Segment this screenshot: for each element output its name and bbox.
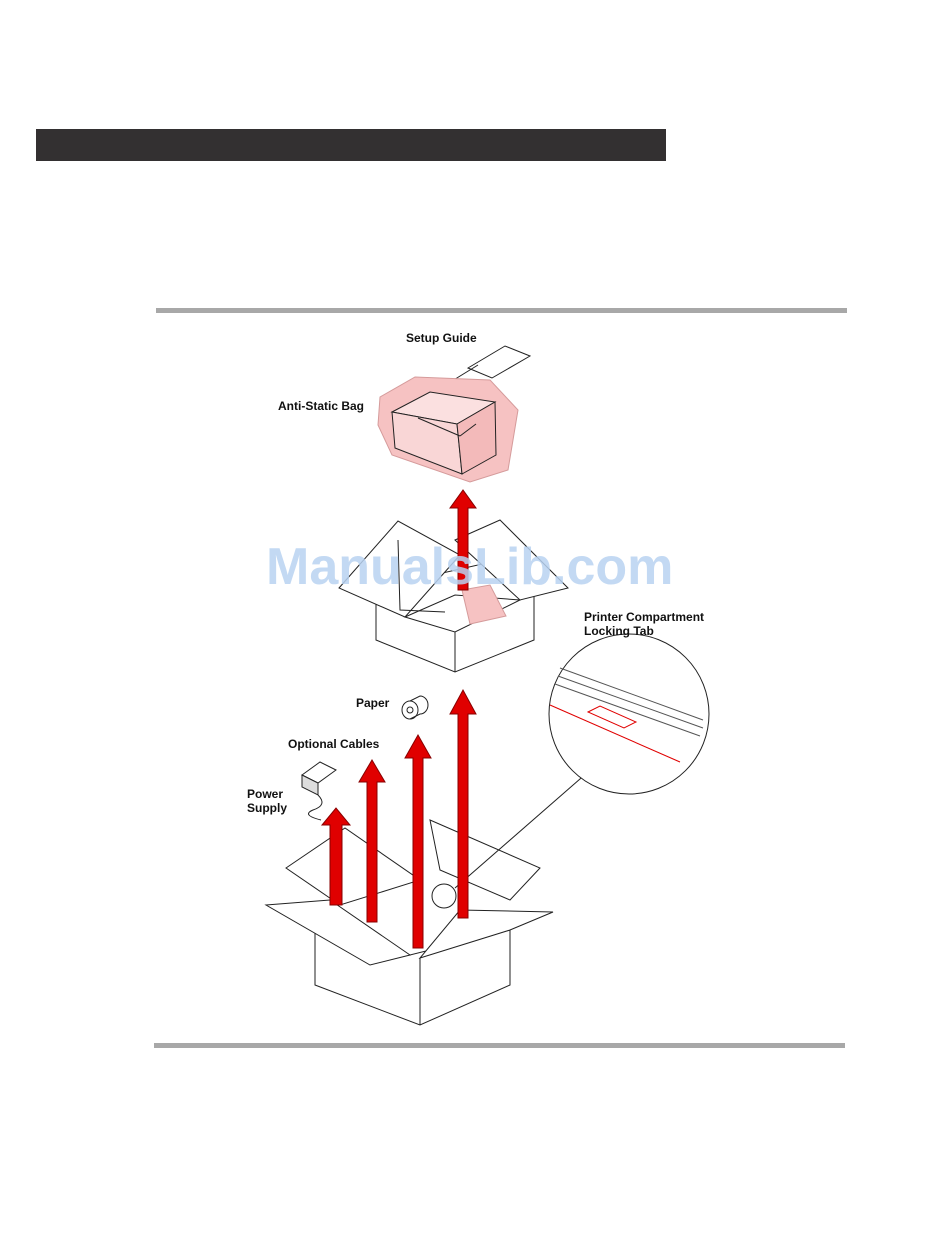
power-supply-line2: Supply: [247, 801, 287, 815]
anti-static-bag-label: Anti-Static Bag: [278, 399, 364, 413]
optional-cables-label: Optional Cables: [288, 737, 379, 751]
printer-compartment-label: Printer Compartment Locking Tab: [584, 610, 704, 638]
arrow-paper: [405, 735, 431, 948]
power-supply-label: Power Supply: [247, 787, 287, 815]
locking-tab-detail-icon: [549, 634, 709, 794]
watermark: ManualsLib.com: [266, 537, 673, 597]
power-supply-line1: Power: [247, 787, 287, 801]
printer-compartment-line2: Locking Tab: [584, 624, 704, 638]
paper-roll-icon: [402, 696, 428, 719]
printer-compartment-line1: Printer Compartment: [584, 610, 704, 624]
anti-static-bag-icon: [378, 377, 518, 482]
power-supply-icon: [302, 762, 336, 820]
setup-guide-label: Setup Guide: [406, 331, 477, 345]
paper-label: Paper: [356, 696, 389, 710]
figure-bottom-rule: [154, 1043, 845, 1048]
setup-guide-card-icon: [452, 346, 530, 381]
